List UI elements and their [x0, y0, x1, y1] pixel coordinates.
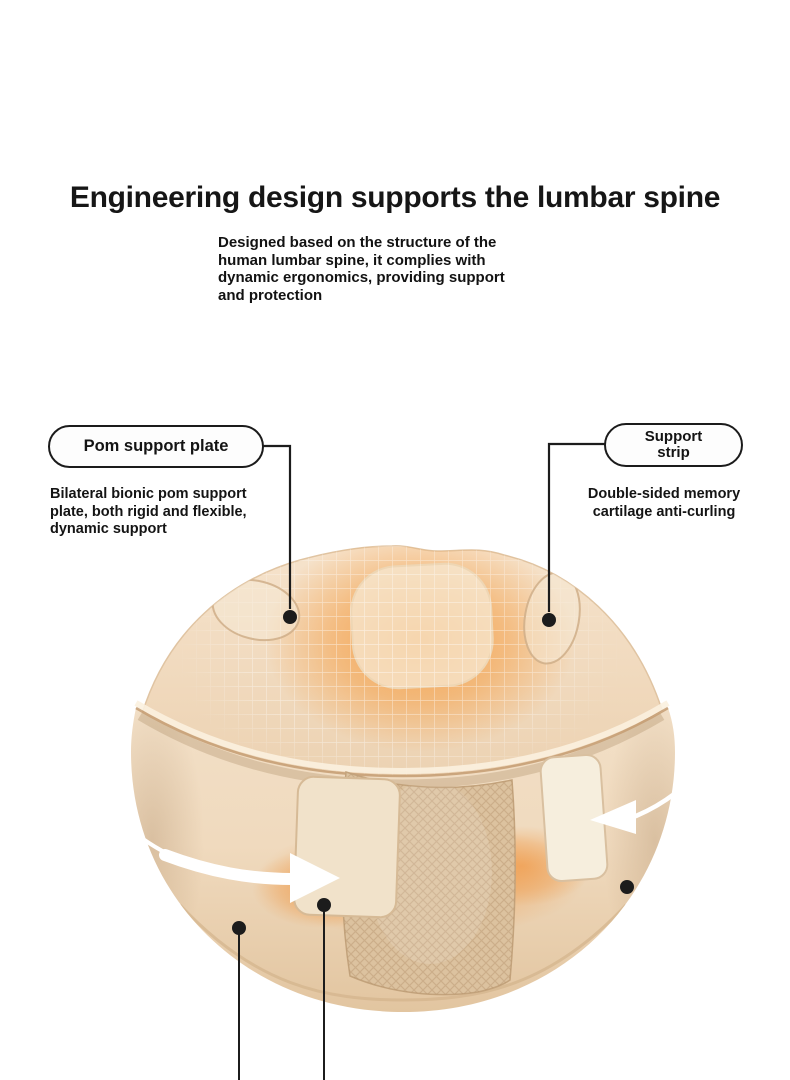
bottom-hem — [178, 903, 628, 1002]
callout-pill-label-line1: Support — [644, 428, 703, 445]
annotations — [238, 442, 605, 1080]
leader-line-left — [262, 444, 292, 609]
belt-rim-highlight — [134, 700, 670, 775]
rotation-arrow-left — [94, 788, 340, 903]
arrowhead-right-icon — [290, 853, 340, 903]
callout-pill-support-strip: Support strip — [604, 423, 743, 467]
callout-description-left: Bilateral bionic pom support plate, both… — [50, 486, 247, 537]
dot-front-center — [317, 898, 331, 912]
strap-tab-left — [293, 775, 401, 919]
dot-support-strip — [542, 613, 556, 627]
callout-pill-pom-support-plate: Pom support plate — [48, 425, 264, 468]
annotation-dots — [232, 610, 634, 935]
callout-description-right: Double-sided memory cartilage anti-curli… — [587, 486, 741, 520]
dot-pom-plate — [283, 610, 297, 624]
page-subtitle: Designed based on the structure of the h… — [218, 234, 505, 304]
belt-rim-line — [135, 706, 669, 778]
belt-back-wall — [141, 545, 663, 779]
leader-line-right — [547, 442, 605, 612]
dot-front-left — [232, 921, 246, 935]
callout-pill-label: Pom support plate — [83, 437, 229, 455]
dot-front-right — [620, 880, 634, 894]
callout-pill-label-line2: strip — [657, 444, 690, 461]
rotation-arrow-right — [590, 759, 709, 834]
page-title: Engineering design supports the lumbar s… — [69, 181, 721, 215]
arrowhead-left-icon — [590, 800, 636, 834]
